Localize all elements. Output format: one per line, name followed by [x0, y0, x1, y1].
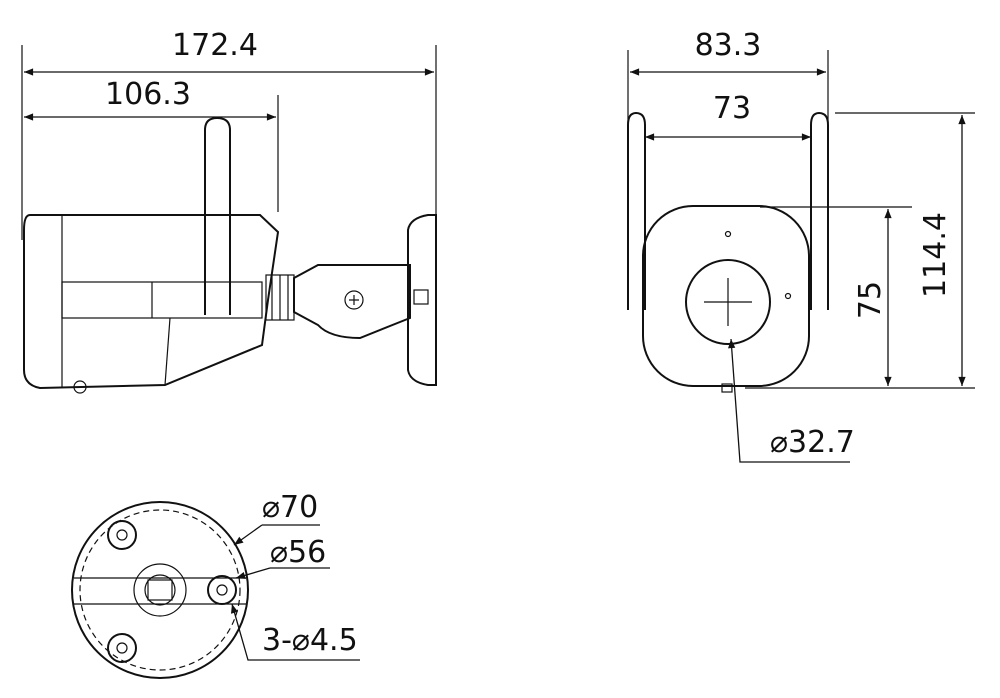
base-plate: [71, 501, 249, 679]
right-antenna: [810, 111, 829, 310]
dimension-width: 83.3: [695, 28, 762, 63]
dimension-antenna-offset: 106.3: [105, 77, 191, 112]
dimension-inner-width: 73: [713, 91, 751, 126]
camera-body: [23, 214, 280, 390]
dimension-overall-length: 172.4: [172, 28, 258, 63]
dimension-lens-diameter: ⌀32.7: [770, 425, 855, 460]
bracket-arm: [293, 264, 411, 340]
dimension-outer-diameter: ⌀70: [262, 490, 318, 525]
front-view: 83.3 73 114.4 75 ⌀32.7: [627, 28, 975, 463]
base-view: ⌀70 ⌀56 3-⌀4.5: [71, 490, 360, 679]
antenna: [204, 116, 231, 315]
screw-icon: [344, 290, 364, 310]
mount-hole: [207, 575, 237, 605]
front-body: [642, 205, 810, 387]
mount-hole: [107, 520, 137, 550]
lens: [685, 259, 771, 345]
dimension-hole-circle: ⌀56: [270, 535, 326, 570]
mount-hole: [107, 633, 137, 663]
side-view: 172.4 106.3: [21, 28, 437, 394]
dimension-height: 114.4: [918, 212, 953, 298]
dimension-mount-holes: 3-⌀4.5: [262, 623, 358, 658]
dimension-body-height: 75: [853, 281, 888, 319]
left-antenna: [627, 111, 646, 310]
mounting-plate: [407, 214, 437, 386]
